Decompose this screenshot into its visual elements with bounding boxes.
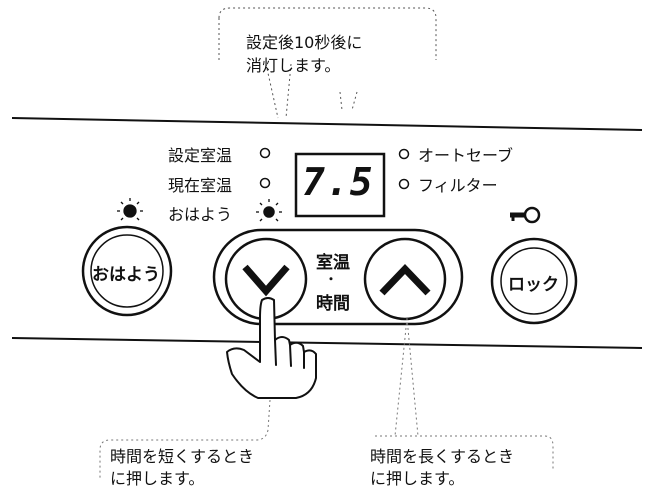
label-autosave: オートセーブ	[418, 146, 514, 165]
right-note-pointer	[375, 317, 554, 470]
ohayou-button[interactable]	[81, 225, 173, 317]
left-note-line2: に押します。	[110, 469, 205, 488]
ohayou-button-label: おはよう	[92, 265, 160, 285]
top-callout-box	[218, 7, 437, 119]
panel-top-edge	[11, 117, 643, 131]
left-note-pointer	[99, 399, 271, 480]
lock-button[interactable]	[490, 237, 578, 325]
lock-button-label: ロック	[508, 275, 559, 295]
pressing-hand-icon	[226, 297, 317, 399]
label-room-temp: 現在室温	[168, 176, 233, 195]
down-button[interactable]	[224, 237, 308, 321]
right-note-line1: 時間を長くするとき	[370, 447, 515, 466]
indicator-room-temp	[259, 177, 271, 189]
right-note-line2: に押します。	[370, 469, 465, 488]
key-icon	[510, 206, 541, 224]
lit-lamp-icon	[256, 199, 282, 222]
label-set-temp: 設定室温	[168, 146, 233, 165]
chevron-up-icon	[379, 263, 431, 296]
display-value: 7.5	[302, 160, 374, 204]
panel-bottom-edge	[11, 337, 643, 349]
indicator-set-temp	[259, 147, 271, 159]
top-callout-line1: 設定後10秒後に	[246, 33, 363, 52]
chevron-down-icon	[242, 264, 290, 297]
label-ohayou: おはよう	[168, 205, 233, 224]
left-note-line1: 時間を短くするとき	[110, 447, 255, 466]
center-label-dot: ・	[325, 272, 338, 286]
label-filter: フィルター	[418, 176, 498, 195]
top-callout-line2: 消灯します。	[246, 56, 341, 75]
indicator-ohayou	[263, 206, 275, 218]
center-label-line2: 時間	[316, 294, 350, 314]
indicator-autosave	[398, 148, 410, 160]
center-label-line1: 室温	[316, 253, 350, 273]
digital-display	[294, 152, 386, 218]
lit-lamp-icon	[117, 198, 143, 221]
indicator-filter	[398, 178, 410, 190]
up-button[interactable]	[363, 237, 447, 321]
